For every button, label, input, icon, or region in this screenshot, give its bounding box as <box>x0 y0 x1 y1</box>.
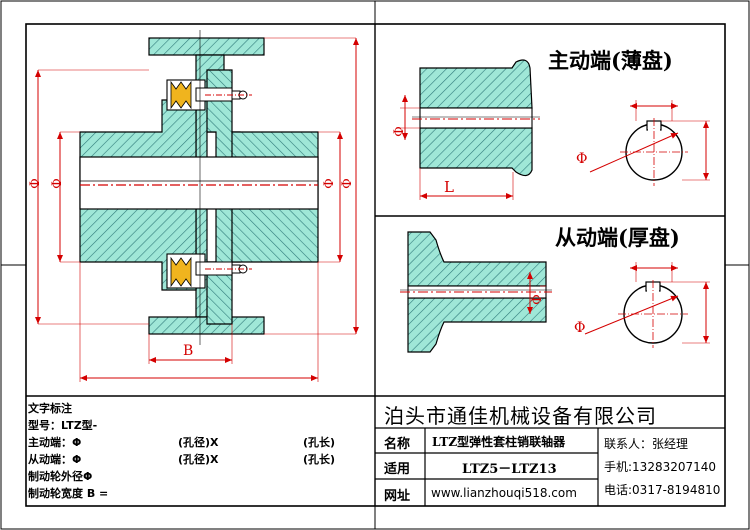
dim-driven-shaft-dia: Φ <box>574 320 586 336</box>
name-value: LTZ型弹性套柱销联轴器 <box>432 435 566 449</box>
notes-driving-end: 主动端：Φ <box>28 436 82 449</box>
notes-driving-bore-len: (孔长) <box>303 436 336 449</box>
driven-end-keyway-view <box>584 262 710 348</box>
driving-end-section <box>412 59 540 177</box>
dim-driven-bore-dia: Φ <box>529 294 545 305</box>
company-name: 泊头市通佳机械设备有限公司 <box>384 404 657 428</box>
dim-brake-dia-right: Φ <box>339 178 355 189</box>
usage-value: LTZ5－LTZ13 <box>462 462 557 477</box>
dim-brake-width: B <box>183 343 194 359</box>
mobile-number: 手机:13283207140 <box>604 460 717 474</box>
driven-end-title: 从动端(厚盘) <box>555 225 680 250</box>
dim-hub-dia-right: Φ <box>321 178 337 189</box>
notes-brake-dia: 制动轮外径Φ <box>28 470 93 483</box>
phone-number: 电话:0317-8194810 <box>604 483 721 497</box>
contact-person: 联系人：张经理 <box>604 437 689 451</box>
notes-driven-bore-len: (孔长) <box>303 453 336 466</box>
name-label: 名称 <box>384 437 411 452</box>
notes-driven-bore-dia: (孔径)X <box>178 453 219 466</box>
notes-driving-bore-dia: (孔径)X <box>178 436 219 449</box>
notes-heading: 文字标注 <box>28 402 72 415</box>
title-block-grid <box>374 396 725 506</box>
notes-driven-end: 从动端：Φ <box>28 453 82 466</box>
dim-brake-dia-left: Φ <box>27 178 43 189</box>
coupling-dimensions <box>35 37 359 382</box>
coupling-section-view <box>79 30 319 345</box>
dim-driving-shaft-dia: Φ <box>576 151 588 167</box>
driving-end-dimensions <box>400 95 514 200</box>
driven-end-dimensions <box>527 272 546 314</box>
website-label: 网址 <box>384 489 411 504</box>
usage-label: 适用 <box>384 462 411 477</box>
dim-driving-bore-length: L <box>444 178 454 196</box>
dim-hub-dia-left: Φ <box>49 178 65 189</box>
dim-driving-bore-dia: Φ <box>391 126 407 137</box>
driving-end-keyway-view <box>589 100 710 186</box>
driving-end-title: 主动端(薄盘) <box>548 48 673 73</box>
driven-end-section <box>400 231 552 353</box>
notes-brake-width: 制动轮宽度 B = <box>28 487 109 500</box>
website-value[interactable]: www.lianzhouqi518.com <box>431 486 577 500</box>
notes-model: 型号：LTZ型- <box>28 419 98 432</box>
